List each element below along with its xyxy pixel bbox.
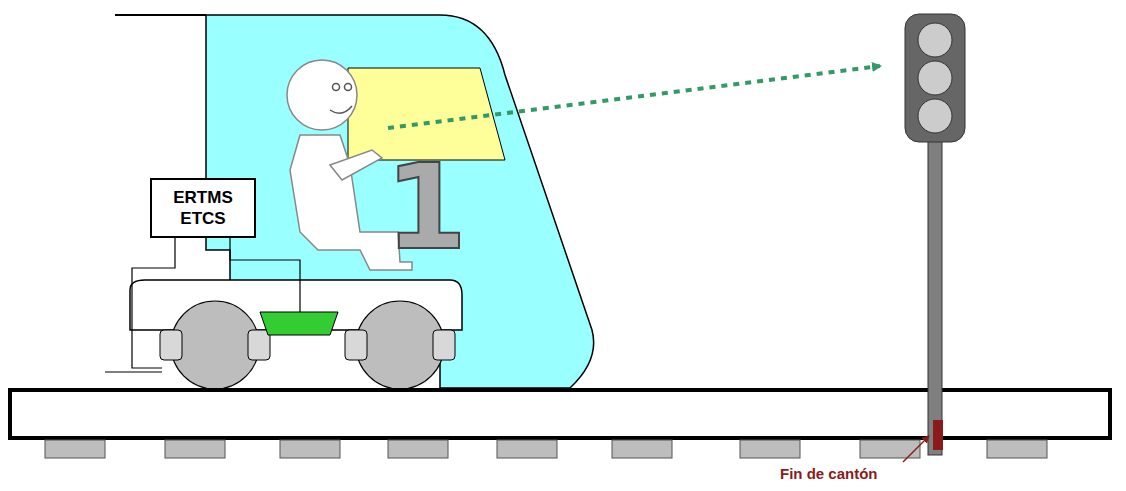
block-end-marker <box>933 420 943 450</box>
equipment-box: ERTMS ETCS <box>150 178 256 238</box>
wire <box>105 371 162 372</box>
signal-lamp <box>918 23 952 57</box>
sleepers <box>45 440 1047 458</box>
cab-window <box>348 68 505 160</box>
cab-body <box>206 15 594 388</box>
axle-box <box>345 330 367 360</box>
signal-lamp <box>918 99 952 133</box>
rail <box>10 390 1110 438</box>
signal-post <box>928 140 942 455</box>
axle-box <box>433 330 455 360</box>
balise-antenna <box>260 312 338 335</box>
callout-number: 1 <box>385 148 467 266</box>
roof-line <box>115 14 206 16</box>
leader-line <box>903 436 929 462</box>
wheel <box>171 301 259 389</box>
signal-lamp <box>918 61 952 95</box>
wire <box>230 238 300 312</box>
wire <box>132 238 175 368</box>
wheel <box>356 301 444 389</box>
box-text: ERTMS ETCS <box>160 187 246 229</box>
sight-line <box>388 66 880 128</box>
axle-box <box>248 330 270 360</box>
marker-label: Fin de cantón <box>780 465 878 483</box>
axle-box <box>160 330 182 360</box>
signal-head <box>905 14 965 142</box>
